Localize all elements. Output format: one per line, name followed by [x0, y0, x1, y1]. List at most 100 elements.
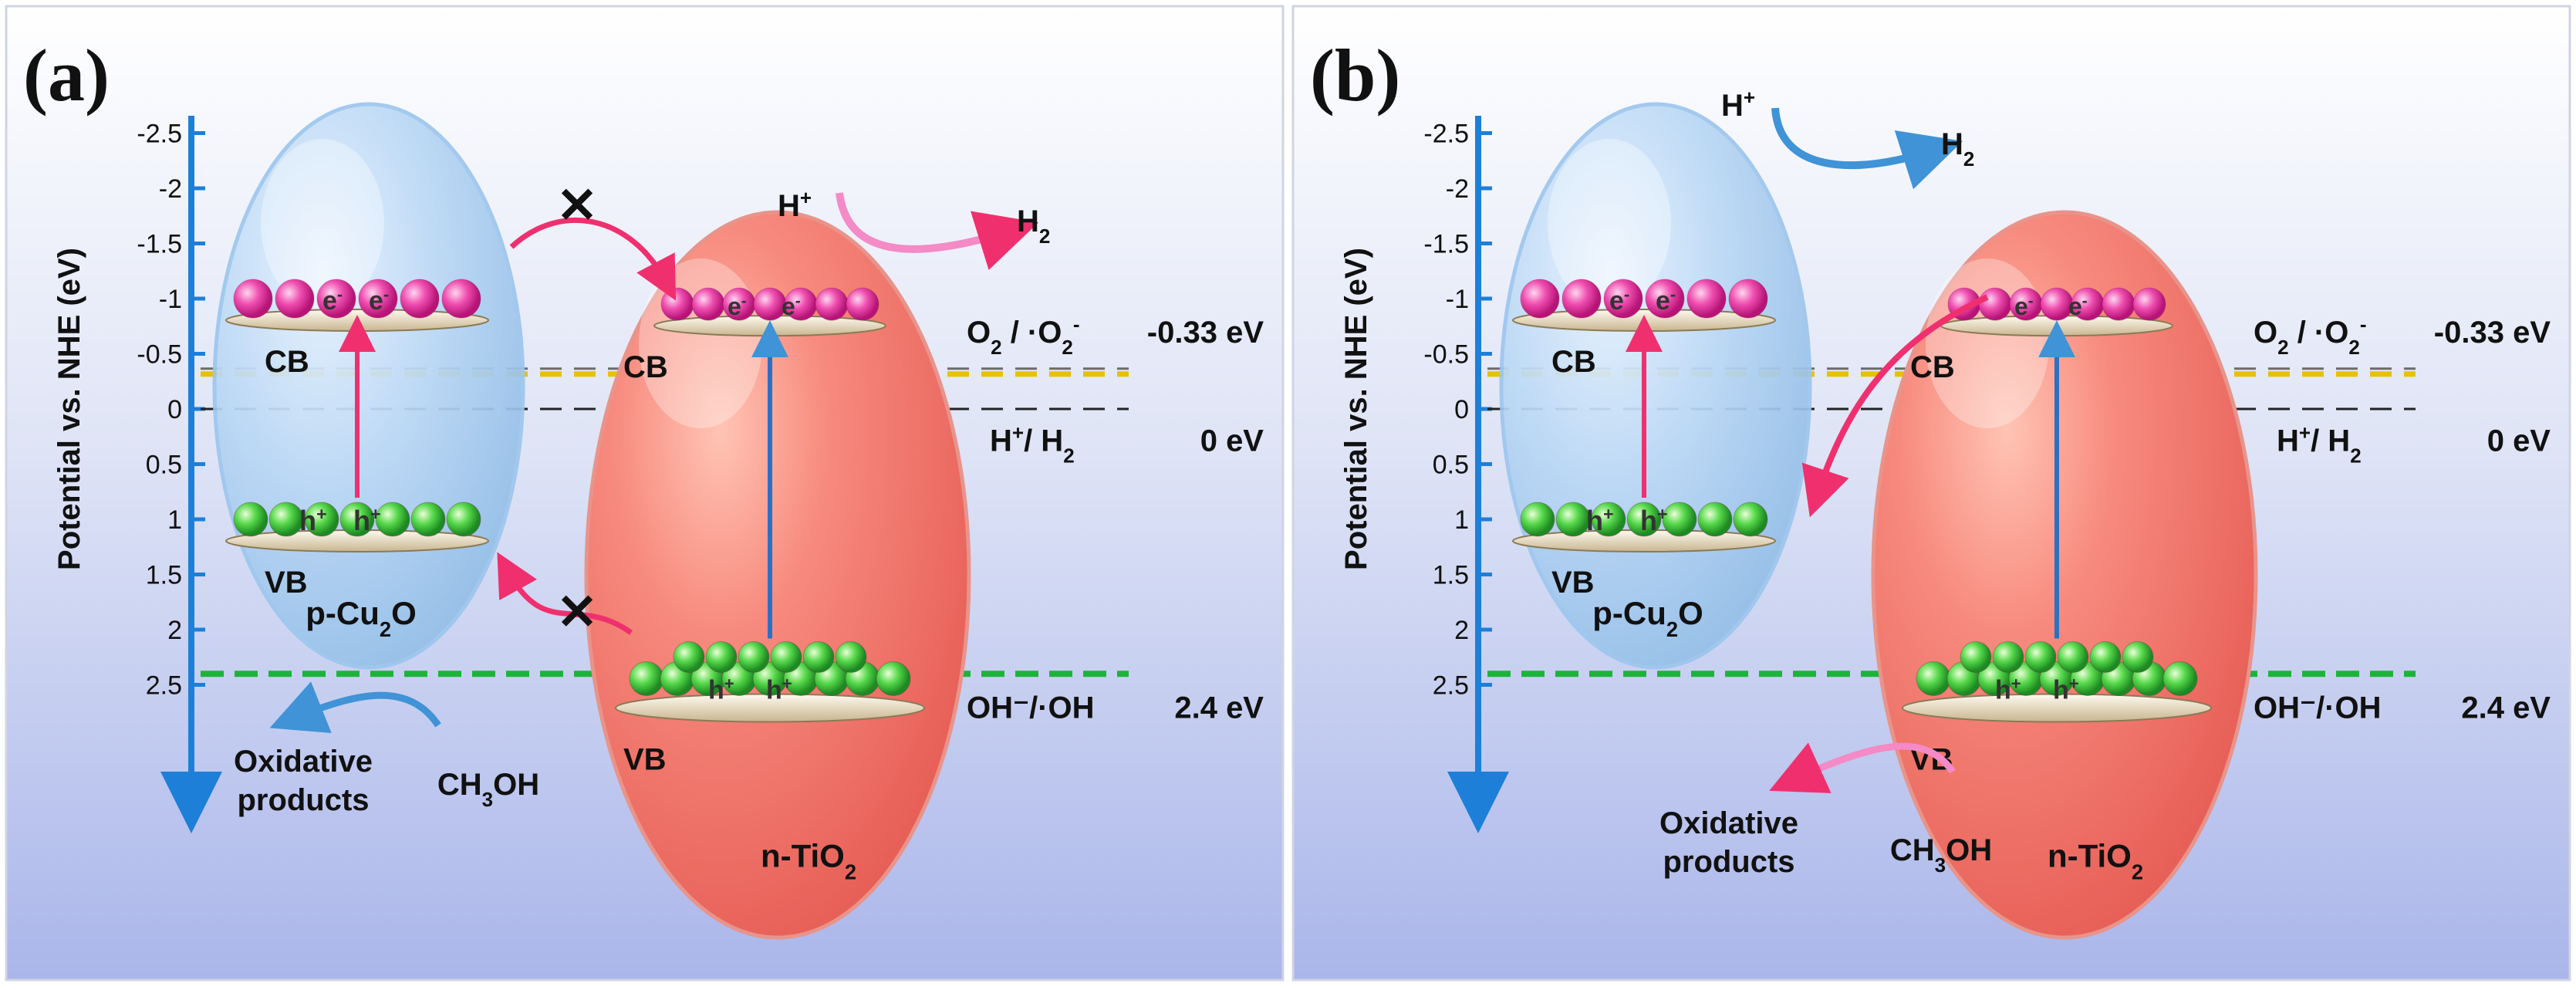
electron-label: e-	[2068, 292, 2088, 321]
panel-a: (a)-2.5-2-1.5-1-0.500.511.522.5Potential…	[5, 5, 1285, 982]
electron-label: e-	[322, 285, 343, 316]
blocked-hole-arrow	[497, 552, 633, 635]
tick-label: 1.5	[1433, 561, 1469, 590]
cu2o-cb-label: CB	[265, 345, 309, 379]
cu2o-name: p-Cu2O	[306, 595, 417, 641]
hole-label: h+	[353, 504, 381, 536]
hole	[339, 502, 375, 537]
hole-label: h+	[766, 674, 792, 705]
tick-label: -2.5	[1423, 120, 1469, 149]
electron-label: e-	[1609, 285, 1629, 316]
axis-title: Potential vs. NHE (eV)	[52, 248, 86, 570]
tick-label: 2.5	[1433, 671, 1469, 701]
hole	[1555, 502, 1591, 537]
hole	[2162, 661, 2198, 696]
hole	[2089, 641, 2122, 673]
oxidation-arrow	[1769, 742, 1956, 793]
tick-label: 0	[1454, 395, 1469, 424]
oh-level-value: 2.4 eV	[1174, 691, 1264, 725]
electron	[2132, 287, 2166, 321]
tick-label: -1.5	[137, 230, 182, 259]
tick-label: 1	[1454, 505, 1469, 535]
tick-label: 0.5	[146, 451, 182, 480]
methanol-label: CH3OH	[437, 768, 539, 811]
hole	[1520, 502, 1555, 537]
hole	[2024, 641, 2057, 673]
electron	[691, 287, 725, 321]
tio2-cb-label: CB	[1910, 350, 1955, 384]
hole-label: h+	[2053, 674, 2079, 705]
hole	[2057, 641, 2089, 673]
hole-label: h+	[708, 674, 734, 705]
hole	[802, 641, 835, 673]
tio2-particle	[1871, 210, 2258, 940]
blocked-mark: ✕	[556, 584, 598, 640]
electron	[275, 279, 315, 319]
cu2o-highlight	[1548, 139, 1671, 309]
hole	[705, 641, 738, 673]
oxidative-products-label: Oxidative	[234, 745, 373, 779]
cu2o-name: p-Cu2O	[1592, 595, 1703, 641]
hole	[673, 641, 705, 673]
electron-label: e-	[1656, 285, 1676, 316]
hole	[835, 641, 867, 673]
electron-label: e-	[2014, 292, 2034, 321]
tick-label: 2.5	[146, 671, 182, 701]
hole	[1662, 502, 1697, 537]
tio2-highlight	[639, 258, 762, 428]
hole	[446, 502, 481, 537]
cu2o-cb-label: CB	[1551, 345, 1596, 379]
tick-label: -1	[1446, 285, 1469, 314]
electron-label: e-	[728, 292, 747, 321]
hole	[304, 502, 339, 537]
axis-title: Potential vs. NHE (eV)	[1339, 248, 1373, 570]
hole	[738, 641, 770, 673]
electron	[2102, 287, 2135, 321]
tick-label: -2.5	[137, 120, 182, 149]
oxidative-products-label: products	[1663, 845, 1794, 879]
oh-level-label: OH⁻/·OH	[967, 691, 1095, 725]
o2-level-label: O2 / ·O2-	[967, 313, 1080, 359]
oh-level-label: OH⁻/·OH	[2254, 691, 2382, 725]
tick-label: 2	[167, 616, 182, 645]
electron	[1728, 279, 1768, 319]
hole	[2122, 641, 2154, 673]
hole	[629, 661, 664, 696]
h-level-label: H+/ H2	[2277, 421, 2362, 467]
electron	[441, 279, 481, 319]
tick-label: 0	[167, 395, 182, 424]
tio2-name: n-TiO2	[761, 837, 856, 884]
oxidative-products-label: Oxidative	[1659, 806, 1798, 840]
h2-label: H2	[1017, 204, 1050, 248]
electron	[400, 279, 440, 319]
electron	[1978, 287, 2012, 321]
cu2o-vb-label: VB	[265, 566, 308, 600]
tio2-cb-label: CB	[623, 350, 668, 384]
electron	[1686, 279, 1727, 319]
o2-level-value: -0.33 eV	[1147, 316, 1264, 350]
o2-level-label: O2 / ·O2-	[2254, 313, 2367, 359]
tick-label: -0.5	[137, 340, 182, 370]
h-plus-label: H+	[1721, 86, 1755, 123]
electron	[316, 279, 356, 319]
h-plus-label: H+	[778, 186, 812, 223]
electron	[358, 279, 398, 319]
hole	[410, 502, 446, 537]
electron-label: e-	[369, 285, 389, 316]
hole	[1697, 502, 1733, 537]
tick-label: -0.5	[1423, 340, 1469, 370]
electron	[846, 287, 879, 321]
panel-label: (a)	[23, 34, 110, 117]
h2-evolution-arrow	[836, 192, 1039, 270]
tio2-particle	[584, 210, 971, 940]
tio2-vb-label: VB	[623, 743, 667, 777]
electron	[815, 287, 849, 321]
electron	[660, 287, 694, 321]
h2-label: H2	[1941, 127, 1974, 171]
hole	[1626, 502, 1662, 537]
hole-label: h+	[1586, 504, 1614, 536]
hole	[1960, 641, 1992, 673]
methanol-label: CH3OH	[1890, 833, 1992, 877]
hole	[268, 502, 304, 537]
